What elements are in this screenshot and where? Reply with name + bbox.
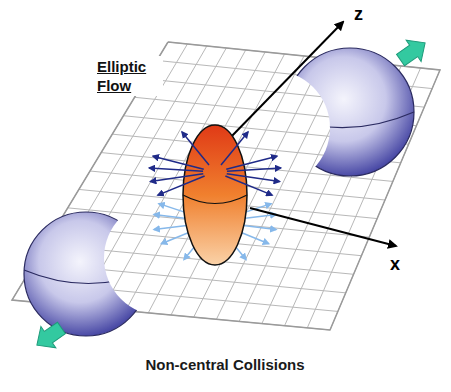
right-nucleus (286, 48, 414, 176)
overlap-ellipse (183, 125, 247, 265)
flow-arrow (227, 174, 280, 182)
grid-line (148, 54, 284, 313)
flow-arrow (227, 168, 281, 171)
flow-arrow (226, 156, 277, 169)
flow-arrow (149, 168, 203, 171)
flow-arrow (153, 156, 204, 169)
flow-arrow (221, 132, 248, 165)
axis-label: z (352, 4, 365, 24)
nucleus-body (24, 212, 148, 336)
left-nucleus (24, 212, 148, 336)
ellipse-equator (183, 195, 247, 204)
diagram-caption: Non-central Collisions (145, 356, 304, 373)
upper-flow-arrows (149, 132, 280, 195)
nucleus-equator (24, 270, 148, 284)
nucleus-body (286, 48, 414, 176)
flow-arrow (182, 132, 209, 165)
overlap-zone (183, 125, 247, 265)
motion-arrow (29, 317, 68, 356)
nucleus-equator (286, 112, 414, 128)
axis-label: x (388, 254, 402, 274)
motion-arrow (393, 32, 432, 71)
diagram-title: Elliptic Flow (95, 56, 163, 96)
flow-arrow (150, 174, 203, 182)
x-axis (250, 208, 396, 246)
